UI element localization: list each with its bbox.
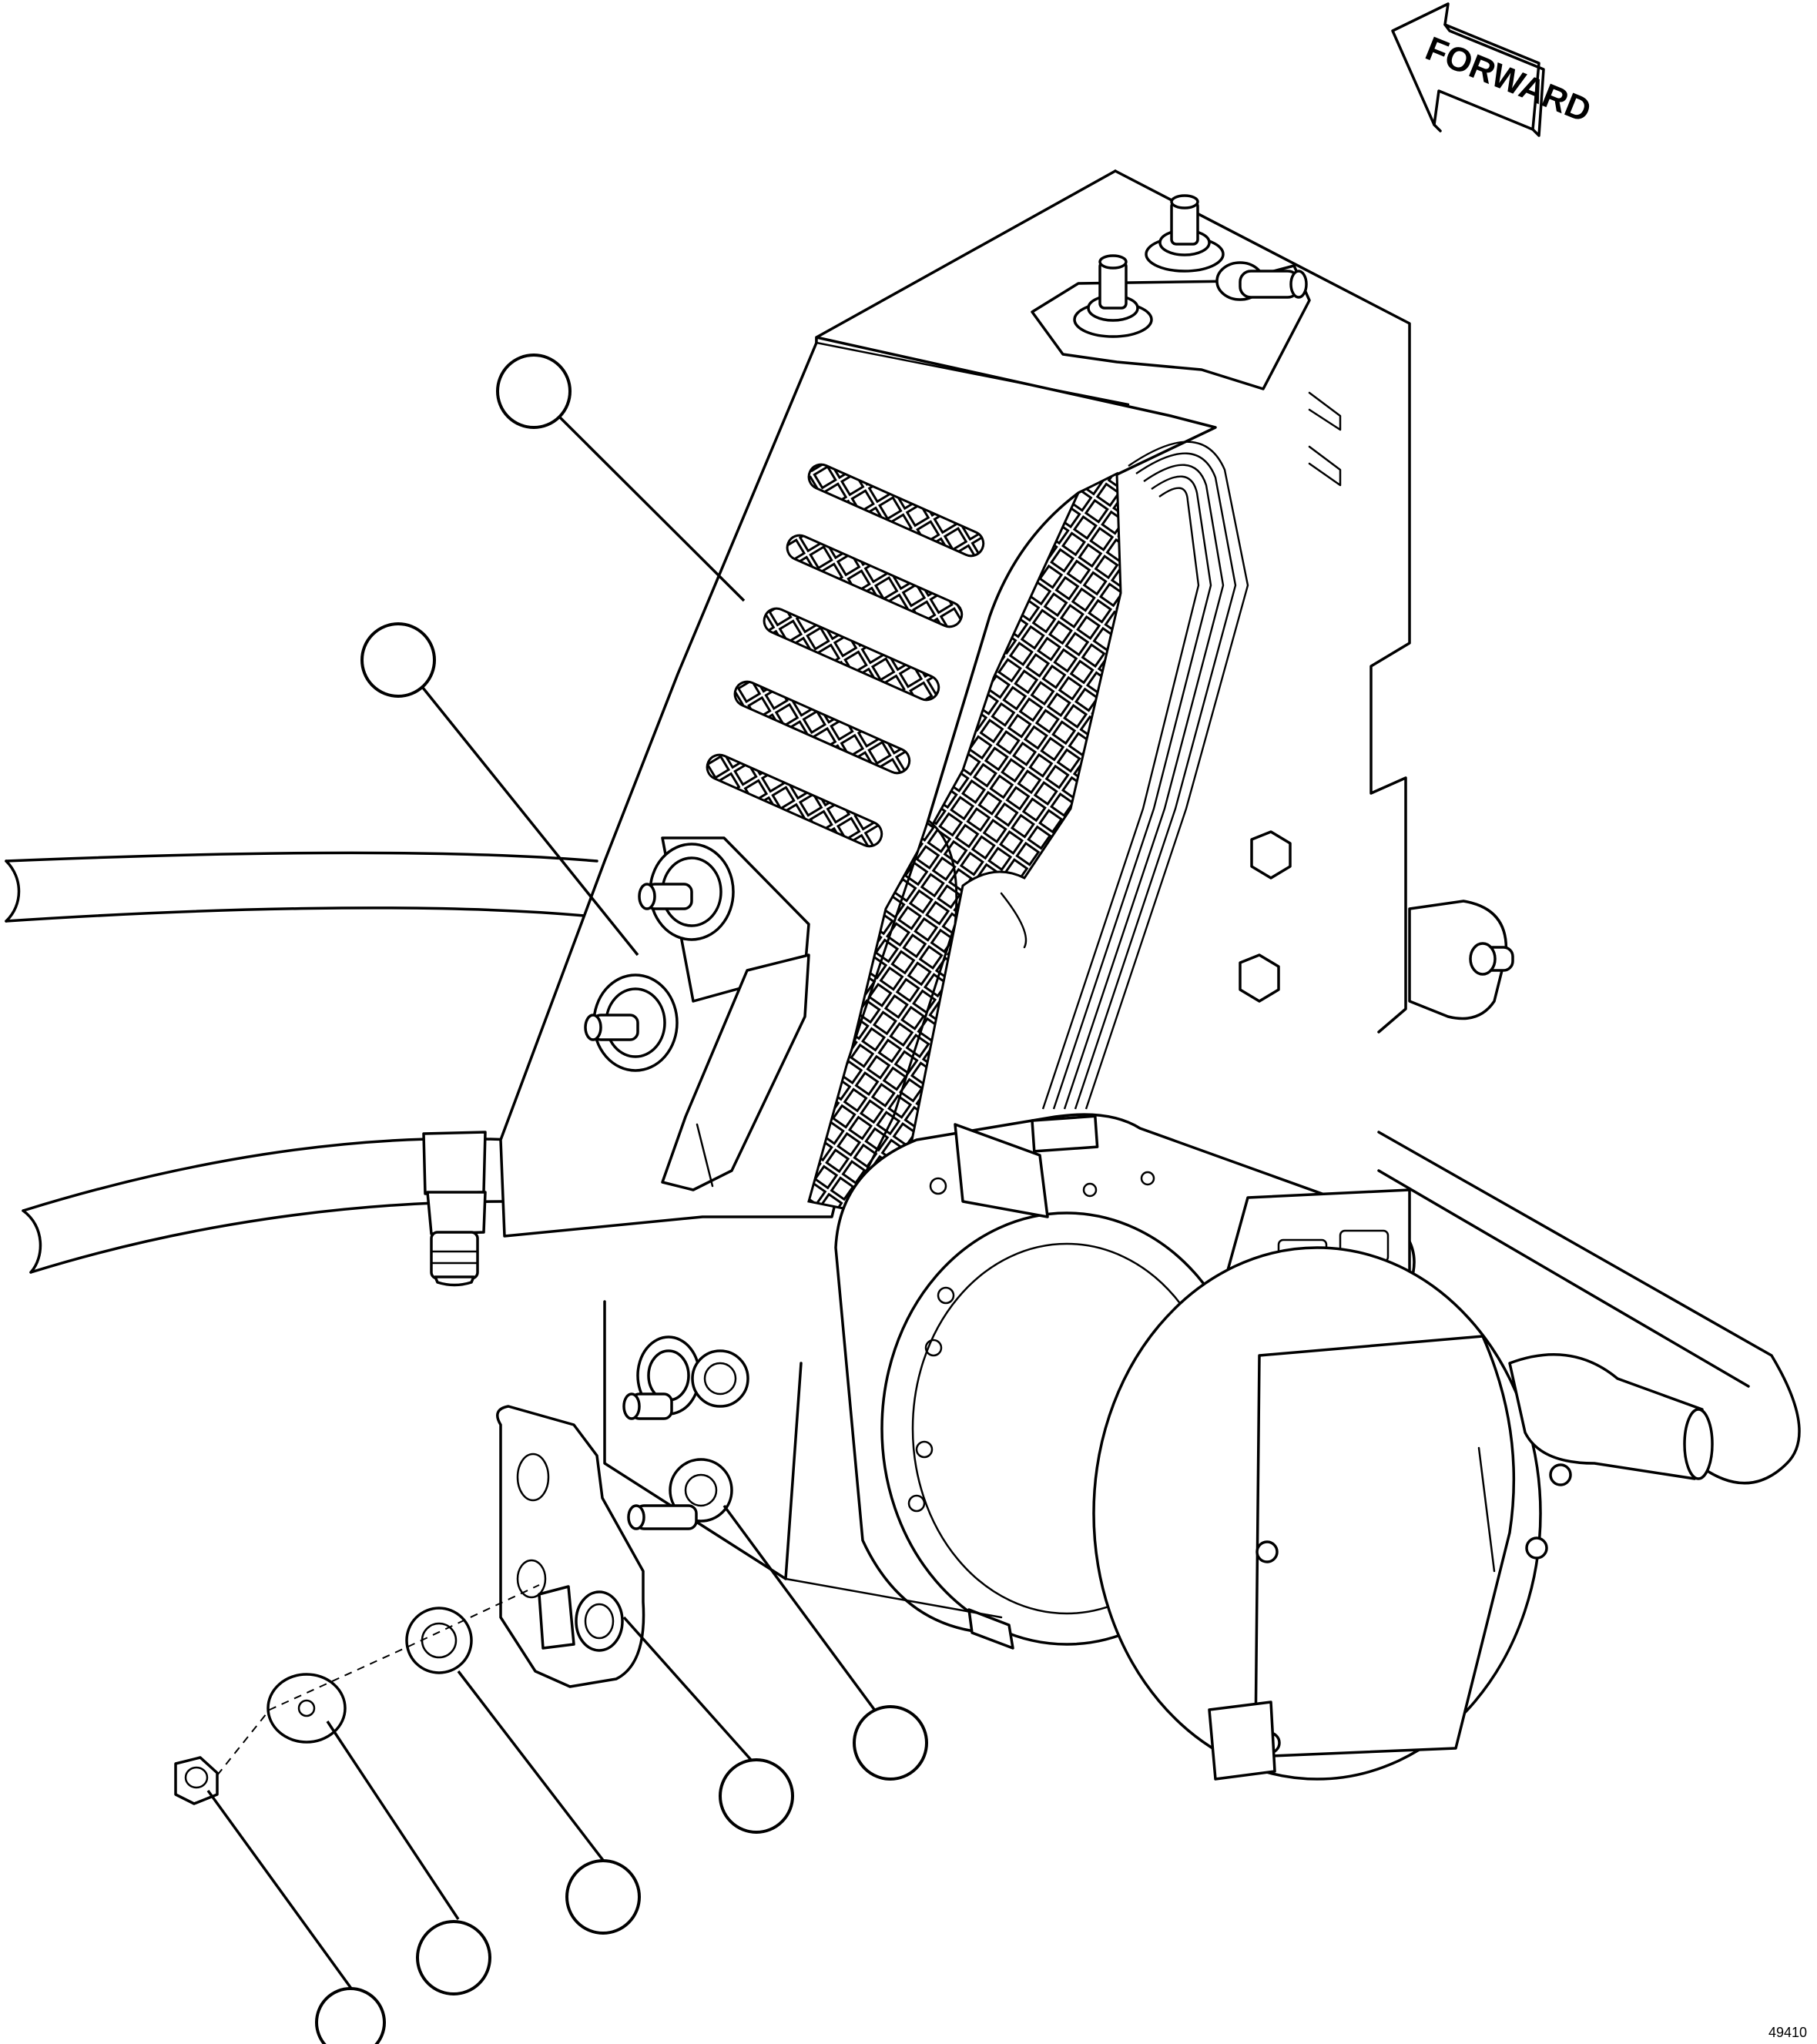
cover-terminal-studs xyxy=(584,836,810,1191)
upper-hose xyxy=(5,851,598,923)
callouts xyxy=(315,354,928,2044)
hex-nut-icon xyxy=(174,1756,219,1805)
assembly-axis-line xyxy=(216,1584,540,1776)
star-washer-exploded-icon xyxy=(405,1607,473,1674)
mounting-bracket xyxy=(496,1405,645,1688)
callout-7 xyxy=(315,1987,386,2044)
lower-plate-studs xyxy=(603,1300,1003,1619)
hose-clamp xyxy=(422,1131,487,1287)
alternator-harness xyxy=(1377,1131,1801,1485)
flat-washer-icon xyxy=(267,1673,347,1744)
cover-louvers xyxy=(706,463,985,848)
figure-code: 49410 xyxy=(1768,2025,1807,2040)
drive-belt xyxy=(1041,441,1249,1110)
callout-5 xyxy=(565,1859,641,1935)
front-cover-plate xyxy=(499,336,1217,1238)
callout-6 xyxy=(416,1920,491,1995)
callout-2 xyxy=(360,622,436,698)
star-washer-upper-icon xyxy=(691,1349,749,1408)
top-terminal-studs xyxy=(1031,194,1311,390)
alternator-rear-housing xyxy=(1092,1188,1572,1781)
callout-4 xyxy=(719,1758,794,1834)
forward-arrow-icon: FORWARD xyxy=(1391,2,1596,137)
leader-lines xyxy=(206,414,887,2002)
callout-1 xyxy=(496,354,572,429)
callout-3 xyxy=(853,1705,928,1781)
bracket-hex-bolts xyxy=(1239,830,1292,1003)
rear-bracket xyxy=(815,169,1514,1034)
